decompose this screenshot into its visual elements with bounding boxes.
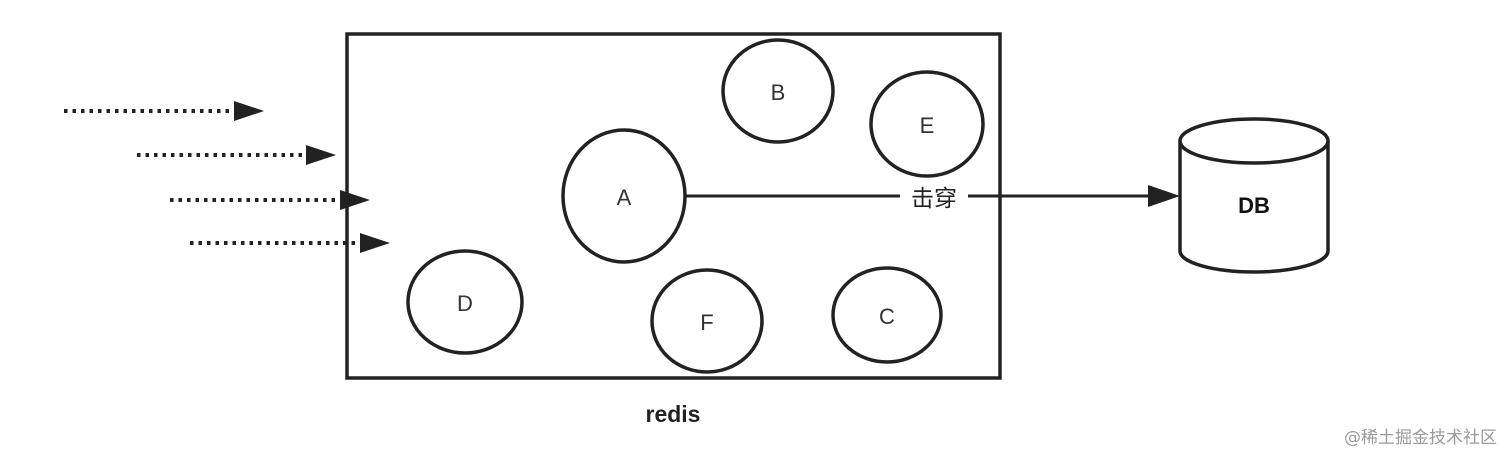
request-arrow-2: [137, 145, 336, 165]
cache-key-C: C: [831, 266, 943, 364]
cache-key-A: A: [561, 128, 687, 264]
cache-key-D: D: [406, 249, 524, 355]
request-arrow-3-head: [340, 190, 370, 210]
breakdown-edge-label: 击穿: [911, 186, 957, 212]
request-arrow-4: [190, 233, 390, 253]
request-arrow-3: [170, 190, 370, 210]
request-arrow-1-head: [234, 101, 264, 121]
cache-key-E-label: E: [920, 113, 935, 138]
cache-key-F-label: F: [700, 310, 713, 335]
redis-label: redis: [646, 401, 701, 427]
redis-cache-box: [345, 32, 1002, 380]
request-arrow-2-head: [306, 145, 336, 165]
cache-key-C-circle: [831, 266, 943, 364]
cache-key-E: E: [869, 70, 985, 178]
cache-key-B-label: B: [771, 80, 786, 105]
cache-key-E-circle: [869, 70, 985, 178]
cache-key-B: B: [721, 38, 835, 144]
cache-key-D-circle: [406, 249, 524, 355]
database-body: [1178, 141, 1330, 274]
watermark-text: @稀土掘金技术社区: [1344, 428, 1497, 448]
breakdown-edge: 击穿: [685, 182, 1180, 212]
cache-key-D-label: D: [457, 291, 473, 316]
request-arrow-4-head: [360, 233, 390, 253]
breakdown-edge-label-bg: [900, 182, 968, 212]
incoming-requests: [64, 101, 390, 253]
database-label: DB: [1238, 193, 1270, 218]
cache-key-A-label: A: [617, 185, 632, 210]
cache-key-B-circle: [721, 38, 835, 144]
request-arrow-1: [64, 101, 264, 121]
cache-key-F: F: [650, 268, 764, 374]
breakdown-edge-arrowhead: [1148, 185, 1180, 207]
database-cylinder: DB: [1178, 117, 1330, 274]
cache-key-C-label: C: [879, 304, 895, 329]
cache-key-F-circle: [650, 268, 764, 374]
database-top: [1178, 117, 1330, 165]
